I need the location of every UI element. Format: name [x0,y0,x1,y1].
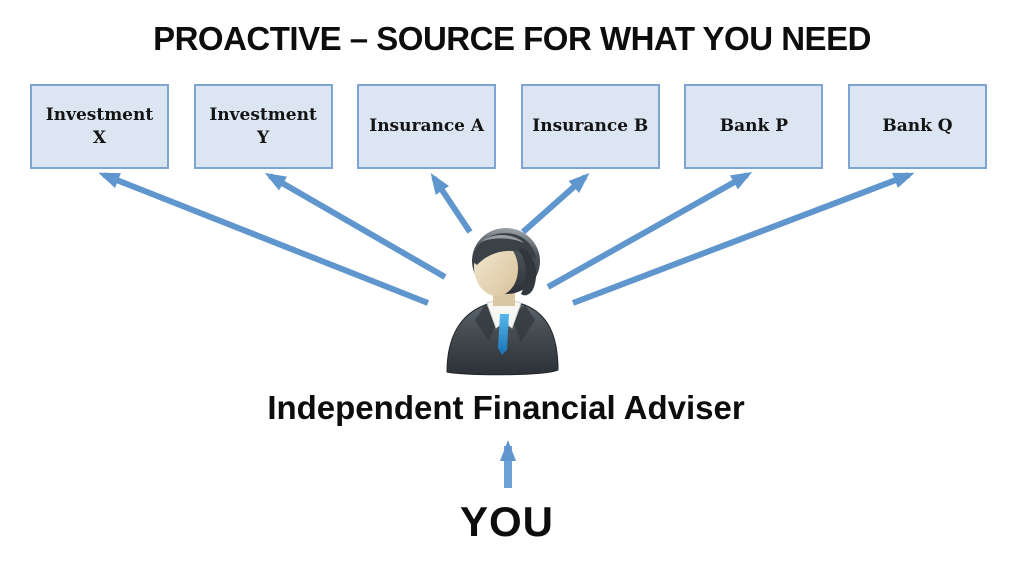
adviser-label: Independent Financial Adviser [267,389,745,426]
arrow-adviser-to-bank-p [546,172,753,290]
arrow-adviser-to-bank-q [571,172,915,306]
provider-box-investment-x: Investment X [30,84,169,169]
hair-highlight [481,234,524,243]
provider-box-label: Insurance B [532,116,649,137]
hair-side [518,248,537,296]
provider-boxes-row: Investment X Investment Y Insurance A In… [30,84,987,169]
provider-box-bank-q: Bank Q [847,84,987,169]
arrow-adviser-to-investment-x [98,172,430,306]
provider-box-bank-p: Bank P [684,84,824,169]
slide-title: PROACTIVE – SOURCE FOR WHAT YOU NEED [153,20,871,57]
businessman-icon [446,227,559,376]
arrow-adviser-to-investment-y [264,173,447,280]
you-label: YOU [459,498,554,545]
provider-box-label: Investment Y [209,105,317,148]
provider-box-investment-y: Investment Y [193,84,333,169]
tie [498,314,509,355]
provider-box-insurance-b: Insurance B [520,84,660,169]
provider-box-label: Bank P [719,116,788,137]
provider-box-label: Investment X [45,105,154,148]
provider-box-insurance-a: Insurance A [357,84,497,169]
provider-box-label: Insurance A [369,116,485,137]
provider-box-label: Bank Q [882,116,953,137]
